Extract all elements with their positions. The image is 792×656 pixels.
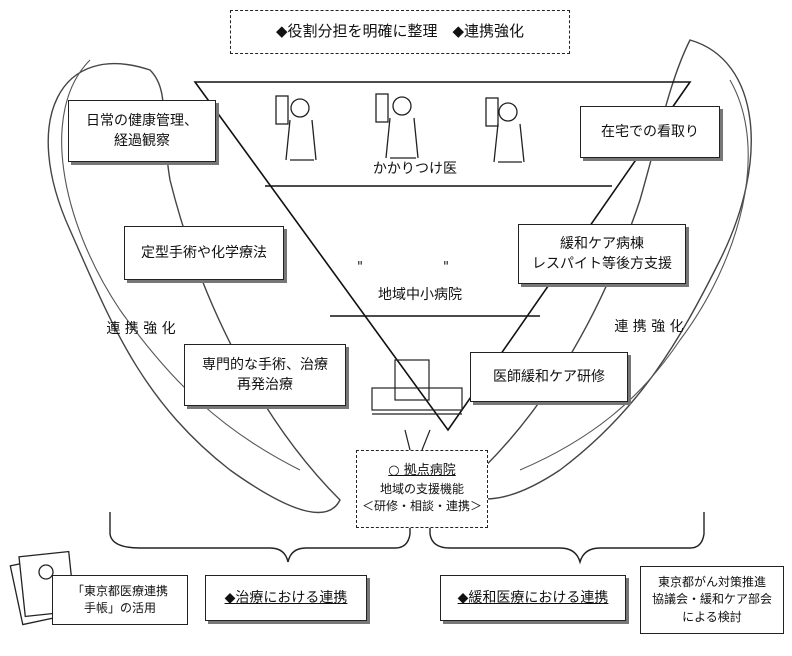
level-top-label: かかりつけ医 xyxy=(372,161,458,177)
council-line2: 協議会・緩和ケア部会 xyxy=(651,592,772,607)
left-box-daily-care-line1: 日常の健康管理、 xyxy=(86,112,198,129)
palliative-label: ◆緩和医療における連携 xyxy=(457,589,609,606)
right-box-home-care-label: 在宅での看取り xyxy=(601,123,699,140)
right-box-palliative-line1: 緩和ケア病棟 xyxy=(560,235,644,252)
right-wing-inner xyxy=(519,79,749,471)
palliative-box: ◆緩和医療における連携 xyxy=(440,575,626,621)
left-bracket xyxy=(109,512,411,563)
right-box-training-label: 医師緩和ケア研修 xyxy=(493,368,605,385)
left-box-routine-surgery-label: 定型手術や化学療法 xyxy=(141,244,267,261)
handbook-line1: 「東京都医療連携 xyxy=(71,583,168,598)
handbook-line2: 手帳」の活用 xyxy=(83,601,156,615)
level-mark-right: " xyxy=(443,260,449,275)
level-middle-label: 地域中小病院 xyxy=(378,287,462,303)
right-box-physician-training: 医師緩和ケア研修 xyxy=(470,352,628,402)
header-text: ◆役割分担を明確に整理 ◆連携強化 xyxy=(275,22,525,41)
council-box: 東京都がん対策推進協議会・緩和ケア部会による検討 xyxy=(640,566,784,634)
left-box-specialized-line2: 再発治療 xyxy=(237,377,293,393)
level-mark-left: " xyxy=(357,260,363,275)
header-box: ◆役割分担を明確に整理 ◆連携強化 xyxy=(230,10,570,54)
council-line3: による検討 xyxy=(682,609,742,624)
left-box-routine-surgery: 定型手術や化学療法 xyxy=(124,226,284,280)
left-wing-outline xyxy=(47,63,341,514)
treatment-label: ◆治療における連携 xyxy=(224,589,348,606)
right-box-palliative-line2: レスパイト等後方支援 xyxy=(532,256,672,272)
hub-box: ○ 拠点病院 地域の支援機能 ＜研修・相談・連携＞ xyxy=(356,450,488,528)
hub-title: ○ 拠点病院 xyxy=(388,463,456,479)
right-bracket xyxy=(429,512,705,565)
left-box-daily-care: 日常の健康管理、経過観察 xyxy=(68,100,216,162)
left-box-daily-care-line2: 経過観察 xyxy=(114,133,170,149)
right-wing-outline xyxy=(458,39,752,500)
right-box-palliative-ward: 緩和ケア病棟レスパイト等後方支援 xyxy=(518,224,686,284)
hub-line2: 地域の支援機能 xyxy=(379,482,464,497)
doctor-icon xyxy=(275,93,525,163)
left-box-specialized-line1: 専門的な手術、治療 xyxy=(202,356,328,373)
left-wing-inner xyxy=(61,59,301,471)
council-line1: 東京都がん対策推進 xyxy=(657,574,766,589)
side-label-left: 連 携 強 化 xyxy=(106,321,176,337)
hub-line3: ＜研修・相談・連携＞ xyxy=(361,499,482,514)
left-box-specialized-treatment: 専門的な手術、治療再発治療 xyxy=(184,344,346,406)
side-label-right: 連 携 強 化 xyxy=(614,319,684,335)
right-box-home-care: 在宅での看取り xyxy=(580,106,720,158)
hospital-icon xyxy=(371,359,463,415)
handbook-box: 「東京都医療連携手帳」の活用 xyxy=(52,575,188,625)
treatment-box: ◆治療における連携 xyxy=(205,575,367,621)
